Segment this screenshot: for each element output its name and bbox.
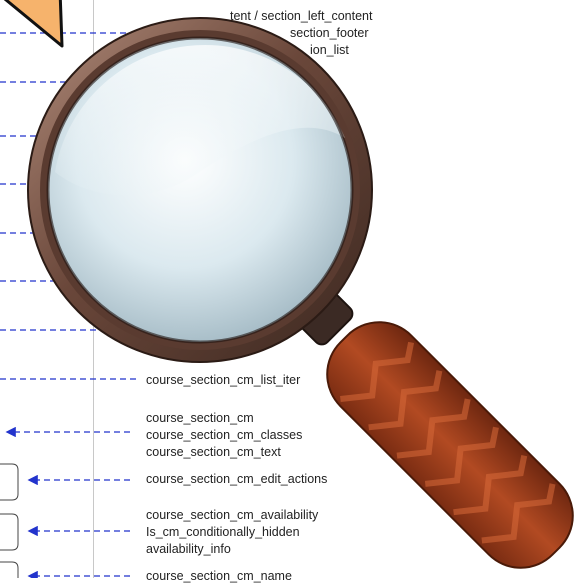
pointer-triangle (3, 0, 64, 48)
label-group-top: tent / section_left_content section_foot… (230, 8, 372, 59)
label-text: course_section_cm_list_iter (146, 373, 301, 387)
magnifier-handle (326, 321, 574, 569)
label-text: ion_list (310, 43, 349, 57)
label-text: course_section_cm_edit_actions (146, 472, 328, 486)
label-text: availability_info (146, 542, 231, 556)
label-group-cm: course_section_cm course_section_cm_clas… (146, 410, 302, 461)
lens-glare (55, 45, 345, 196)
label-text: Is_cm_conditionally_hidden (146, 525, 300, 539)
label-text: course_section_cm_classes (146, 428, 303, 442)
label-text: tent / section_left_content (230, 9, 373, 23)
label-text: course_section_cm (146, 411, 254, 425)
label-text: course_section_cm_text (146, 445, 281, 459)
label-group-availability: course_section_cm_availability Is_cm_con… (146, 507, 318, 558)
ui-box-outline (0, 513, 19, 551)
label-edit-actions: course_section_cm_edit_actions (146, 471, 327, 488)
ui-box-outline (0, 561, 19, 578)
label-list-item: course_section_cm_list_iter (146, 372, 300, 389)
label-text: course_section_cm_availability (146, 508, 319, 522)
ui-box-outline (0, 463, 19, 501)
label-text: section_footer (290, 26, 369, 40)
